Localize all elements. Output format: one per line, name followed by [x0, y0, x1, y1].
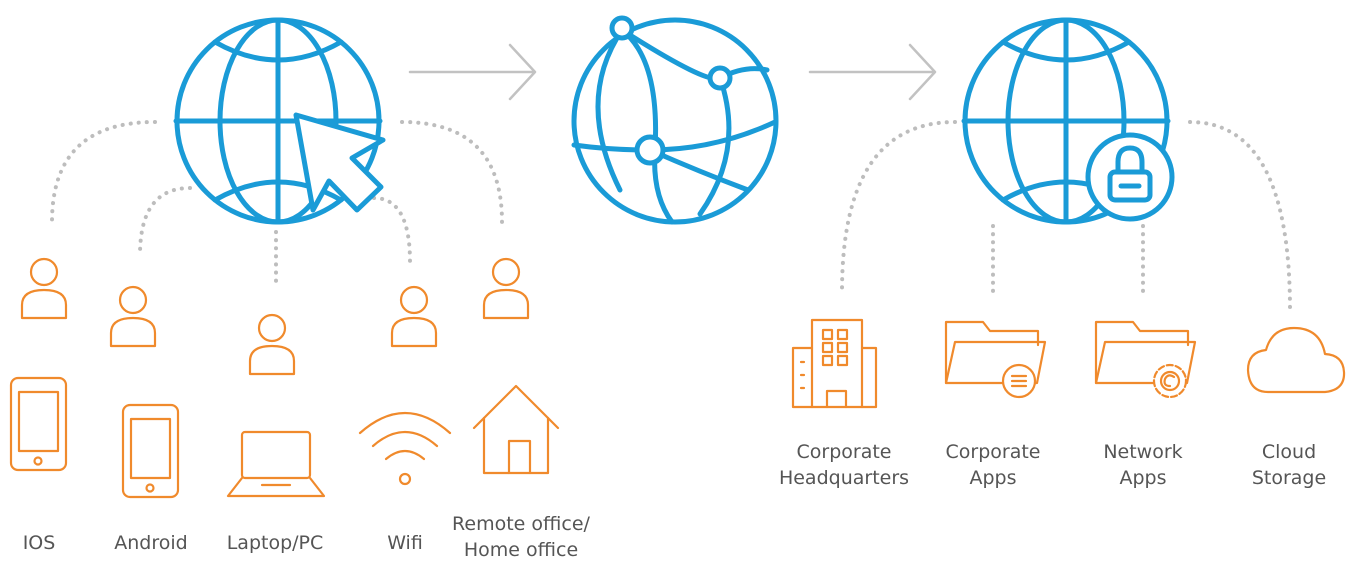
device-label-wifi: Wifi [387, 532, 423, 554]
device-label-remote-office: Remote office/ Home office [452, 513, 590, 561]
smartphone-icon [121, 403, 180, 499]
globe-network-icon [571, 15, 779, 225]
person-icon [390, 285, 438, 348]
folder-gear-icon [1094, 320, 1197, 399]
device-label-android: Android [114, 532, 188, 554]
left-connectors [50, 120, 504, 286]
globe-cursor-icon [173, 17, 386, 225]
flow-arrow-2 [808, 43, 937, 101]
flow-arrow-1 [408, 43, 537, 101]
device-label-ios: IOS [22, 532, 56, 554]
destination-label-corporate-apps: Corporate Apps [945, 441, 1041, 489]
globe-lock-icon [961, 17, 1175, 225]
person-icon [109, 285, 157, 348]
right-connectors [840, 120, 1292, 312]
smartphone-icon [9, 376, 68, 472]
building-icon [791, 318, 878, 409]
cloud-icon [1246, 326, 1346, 394]
destination-label-hq: Corporate Headquarters [778, 441, 910, 489]
destination-label-network-apps: Network Apps [1103, 441, 1183, 489]
person-icon [482, 257, 530, 320]
person-icon [20, 257, 68, 320]
device-label-laptop: Laptop/PC [226, 532, 324, 554]
person-icon [248, 313, 296, 376]
destination-label-cloud-storage: Cloud Storage [1251, 441, 1327, 489]
laptop-icon [226, 430, 326, 498]
folder-document-icon [944, 320, 1047, 399]
wifi-icon [358, 412, 452, 486]
house-icon [472, 384, 560, 475]
